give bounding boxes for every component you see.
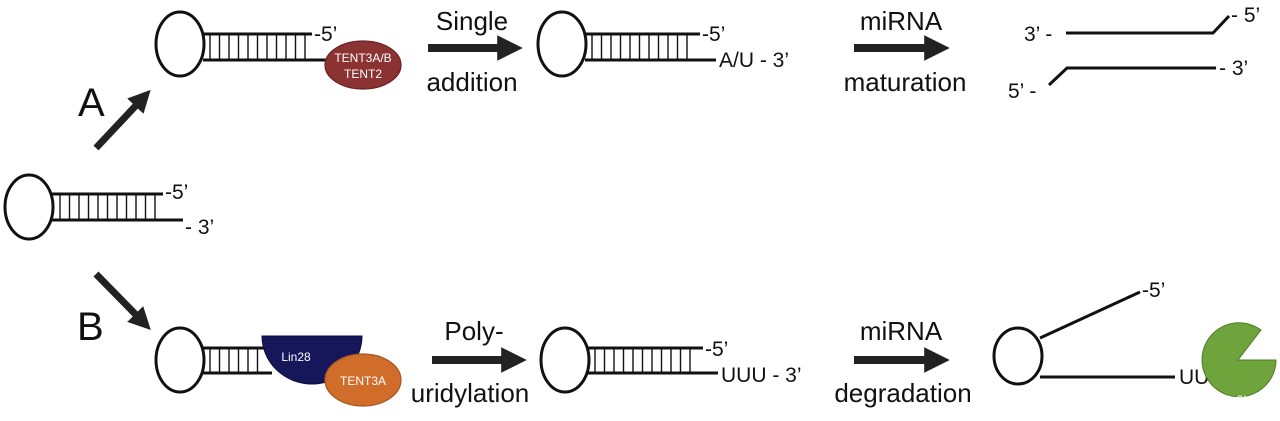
dis3l2-enzyme: Dis3L2: [1201, 322, 1277, 407]
base-pair-rungs: [209, 34, 306, 60]
base-pair-rungs: [594, 348, 691, 373]
duplex-bottom-5prime: 5’ -: [1008, 80, 1036, 103]
pathway-a-hairpin-2-5prime-end: -5’: [702, 23, 725, 46]
tent2-label: TENT2: [344, 67, 382, 81]
tent3ab-label: TENT3A/B: [334, 51, 391, 65]
start-5prime-end: -5’: [165, 181, 188, 204]
degraded-mirna: -5’ UUU: [992, 279, 1225, 389]
start-3prime-end: - 3’: [185, 216, 214, 239]
single-addition-label-line2: addition: [426, 67, 517, 97]
degradation-label-line2: degradation: [834, 378, 971, 408]
base-pair-rungs: [209, 348, 259, 373]
maturation-label-line1: miRNA: [860, 6, 943, 36]
base-pair-rungs: [591, 34, 688, 60]
pathway-a-hairpin-1: -5’: [154, 10, 337, 78]
polyuridylation-label-line1: Poly-: [444, 316, 503, 346]
arrow-to-pathway-b: [93, 271, 151, 331]
arrow-to-pathway-a: [93, 89, 151, 151]
degradation-label-line1: miRNA: [860, 316, 943, 346]
tent3a-enzyme: TENT3A: [324, 353, 402, 407]
start-hairpin: -5’ - 3’: [3, 173, 214, 241]
maturation-label-line2: maturation: [844, 67, 967, 97]
degraded-5prime-end: -5’: [1142, 279, 1165, 302]
mature-mirna-duplex: 3’ - - 5’ 5’ - - 3’: [1008, 4, 1260, 103]
lin28-label: Lin28: [281, 350, 311, 364]
pathway-b-hairpin-2-5prime-end: -5’: [705, 338, 728, 361]
single-addition-label-line1: Single: [436, 6, 508, 36]
duplex-bottom-3prime: - 3’: [1219, 57, 1248, 80]
pathway-a-product-3prime-end: A/U - 3’: [719, 49, 789, 72]
base-pair-rungs: [59, 194, 156, 220]
pathway-b-hairpin-1: [154, 326, 272, 394]
pathway-a-label: A: [78, 81, 105, 125]
dis3l2-label: Dis3L2: [1219, 393, 1257, 407]
tent3ab-tent2-enzyme: TENT3A/B TENT2: [324, 40, 402, 90]
polyuridylation-label-line2: uridylation: [411, 378, 530, 408]
tent3a-label: TENT3A: [340, 374, 386, 388]
pathway-a-hairpin-1-5prime-end: -5’: [314, 23, 337, 46]
duplex-top-3prime: 3’ -: [1024, 23, 1052, 46]
pathway-b-product-3prime-end: UUU - 3’: [721, 364, 802, 387]
duplex-top-5prime: - 5’: [1231, 4, 1260, 27]
pathway-a-hairpin-2: -5’ A/U - 3’: [536, 10, 789, 78]
pathway-b-label: B: [77, 305, 104, 349]
pathway-b-hairpin-2: -5’ UUU - 3’: [539, 326, 802, 394]
